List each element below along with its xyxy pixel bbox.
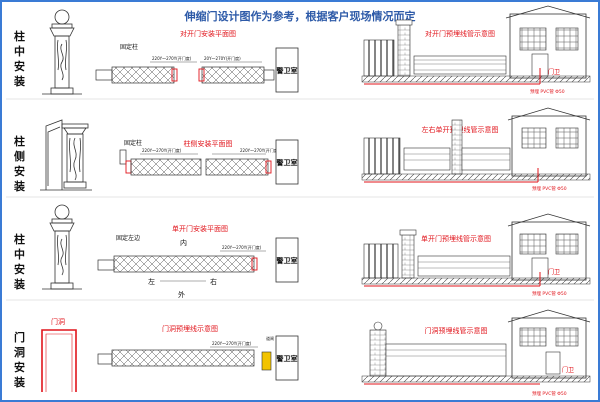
guard-room-label: 警卫室 — [277, 354, 298, 363]
door-label: 门卫 — [548, 268, 560, 276]
pillar-drawing-2 — [40, 119, 92, 191]
side-label-1: 柱 中 安 装 — [13, 29, 25, 88]
svg-text:柱: 柱 — [14, 134, 25, 148]
dimension-label: 220Y～270Y(开门度) — [222, 244, 262, 250]
pillar-drawing-1 — [42, 9, 82, 95]
dimension-label: 220Y～270Y(开门度) — [240, 147, 280, 153]
svg-text:柱: 柱 — [14, 232, 25, 246]
svg-text:装: 装 — [13, 74, 25, 88]
pipe-label: 预埋 PVC管 Φ50 — [532, 290, 567, 297]
guard-room-label: 警卫室 — [277, 256, 298, 265]
elevation-view-1: 对开门预埋线管示意图 门卫 预埋 PVC管 Φ50 — [361, 5, 591, 95]
elevation-title: 对开门预埋线管示意图 — [425, 29, 495, 38]
plan-title: 对开门安装平面图 — [180, 29, 236, 38]
svg-text:安: 安 — [14, 360, 25, 374]
elevation-title: 门洞预埋线管示意图 — [425, 326, 488, 335]
plan-title: 单开门安装平面图 — [172, 224, 228, 233]
svg-text:装: 装 — [13, 375, 25, 389]
svg-text:安: 安 — [14, 59, 25, 73]
plan-title: 门洞预埋线示意图 — [162, 324, 218, 333]
elevation-view-3: 单开门预埋线管示意图 门卫 预埋 PVC管 Φ50 — [361, 213, 591, 297]
svg-text:侧: 侧 — [14, 149, 25, 163]
elevation-title: 单开门预埋线管示意图 — [421, 234, 491, 243]
svg-text:装: 装 — [13, 179, 25, 193]
inside-label: 内 — [180, 238, 187, 247]
svg-text:洞: 洞 — [14, 345, 25, 359]
dimension-label: 220Y～270Y(开门度) — [212, 340, 252, 346]
side-label-2: 柱 侧 安 装 — [13, 134, 25, 193]
plan-title: 柱侧安装平面图 — [184, 139, 233, 148]
guard-room-label: 警卫室 — [277, 158, 298, 167]
plan-view-2: 柱侧安装平面图 固定柱 220Y～270Y(开门度) 220Y～270Y(开门度… — [119, 139, 299, 185]
pipe-label: 预埋 PVC管 Φ50 — [532, 390, 567, 397]
barrier-label: 道闸 — [266, 335, 274, 341]
svg-text:柱: 柱 — [14, 29, 25, 43]
svg-text:门: 门 — [14, 330, 25, 344]
post-label: 固定柱 — [124, 139, 142, 147]
dimension-label: 220Y～270Y(开门度) — [142, 147, 182, 153]
side-label-4: 门 洞 安 装 — [13, 330, 25, 389]
door-label: 门卫 — [562, 366, 574, 374]
page-title: 伸缩门设计图作为参考，根据客户现场情况而定 — [184, 9, 416, 23]
left-label: 左 — [148, 277, 155, 286]
pipe-label: 预埋 PVC管 Φ50 — [532, 185, 567, 192]
dimension-label: 220Y～270Y(开门度) — [152, 55, 192, 61]
svg-text:中: 中 — [14, 247, 25, 261]
svg-text:装: 装 — [13, 277, 25, 291]
pillar-drawing-3 — [42, 204, 82, 290]
guard-room-label: 警卫室 — [277, 66, 298, 75]
svg-text:安: 安 — [14, 164, 25, 178]
door-opening-drawing: 门洞 — [41, 317, 77, 392]
door-label: 门卫 — [548, 68, 560, 76]
svg-text:中: 中 — [14, 44, 25, 58]
elevation-view-2: 左右单开预埋线管示意图 预埋 PVC管 Φ50 — [361, 107, 591, 192]
svg-text:安: 安 — [14, 262, 25, 276]
side-label-3: 柱 中 安 装 — [13, 232, 25, 291]
door-opening-label: 门洞 — [51, 317, 65, 326]
pipe-label: 预埋 PVC管 Φ50 — [530, 88, 565, 95]
right-label: 右 — [210, 277, 217, 286]
elevation-view-4: 门洞预埋线管示意图 门卫 预埋 PVC管 Φ50 — [361, 309, 591, 397]
plan-view-4: 门洞预埋线示意图 220Y～270Y(开门度) 道闸 警卫室 — [97, 324, 299, 381]
outside-label: 外 — [178, 290, 185, 299]
plan-view-3: 单开门安装平面图 固定左边 220Y～270Y(开门度) 内 外 左 右 警卫室 — [97, 224, 299, 299]
post-label: 固定左边 — [116, 234, 140, 242]
post-label: 固定柱 — [120, 43, 138, 51]
plan-view-1: 对开门安装平面图 固定柱 220Y～270Y(开门度) 20Y～270Y(开门度… — [95, 29, 299, 93]
dimension-label: 20Y～270Y(开门度) — [204, 55, 241, 61]
